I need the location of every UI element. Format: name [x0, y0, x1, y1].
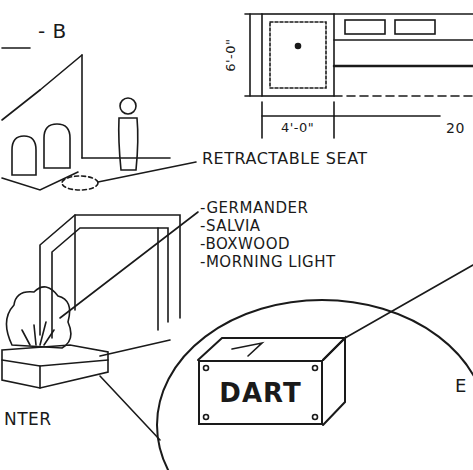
- planter-box: [2, 360, 108, 366]
- grass: [22, 322, 54, 345]
- plan-dot: [296, 44, 301, 49]
- plan-plant: [270, 22, 326, 88]
- planter-box: [2, 345, 108, 388]
- frame: [52, 228, 168, 338]
- floor-line: [82, 157, 170, 159]
- section-mark: - B: [38, 20, 67, 42]
- dimension-tick: [261, 102, 263, 138]
- wall-line: [81, 55, 83, 158]
- callout-line: [100, 376, 160, 440]
- bolt: [204, 415, 209, 420]
- dimension: 6'-0": [224, 39, 238, 72]
- dimension-line: [262, 115, 334, 117]
- leader-line: [98, 162, 196, 182]
- dimension-tick: [333, 102, 335, 138]
- plant-name: -MORNING LIGHT: [200, 254, 336, 271]
- detail-circle: [157, 300, 473, 470]
- seat: [12, 136, 36, 175]
- bolt: [204, 366, 209, 371]
- callout-line: [100, 340, 170, 356]
- dimension-tick: [245, 13, 262, 15]
- callout-label: NTER: [4, 410, 52, 429]
- retracted-seat: [62, 176, 98, 190]
- dimension: 20: [446, 121, 465, 136]
- frame: [74, 215, 76, 310]
- plan-line: [334, 39, 473, 41]
- plan-line: [334, 95, 473, 97]
- plan-line: [334, 65, 473, 68]
- logo-mark: [232, 343, 262, 356]
- bolt: [313, 415, 318, 420]
- bolt: [313, 366, 318, 371]
- plant-name: -GERMANDER: [200, 200, 308, 217]
- sign-side: [323, 338, 345, 425]
- plan-bench: [395, 20, 435, 34]
- plan-line: [334, 13, 473, 15]
- seat-base: [2, 172, 78, 190]
- plan-planter: [262, 14, 334, 96]
- dimension-line: [249, 14, 251, 96]
- leader-line: [60, 212, 198, 318]
- leader-line: [345, 265, 473, 338]
- plant-name: -SALVIA: [200, 218, 261, 235]
- dimension: 4'-0": [281, 121, 314, 135]
- person-body: [119, 118, 138, 170]
- callout-label: E: [455, 376, 467, 396]
- section-line: [2, 47, 30, 49]
- plan-bench: [345, 20, 385, 34]
- wall-line: [40, 55, 82, 90]
- dimension-tick: [245, 95, 262, 97]
- sign-panel: DART: [198, 360, 323, 425]
- dimension-line: [334, 115, 440, 117]
- callout-label: RETRACTABLE SEAT: [202, 150, 368, 168]
- person-head: [120, 98, 136, 114]
- plant-name: -BOXWOOD: [200, 236, 290, 253]
- wall-line: [2, 90, 40, 120]
- sign-top: [198, 338, 345, 360]
- seat: [44, 124, 70, 168]
- planter-box: [39, 366, 41, 388]
- sign-text: DART: [219, 378, 301, 408]
